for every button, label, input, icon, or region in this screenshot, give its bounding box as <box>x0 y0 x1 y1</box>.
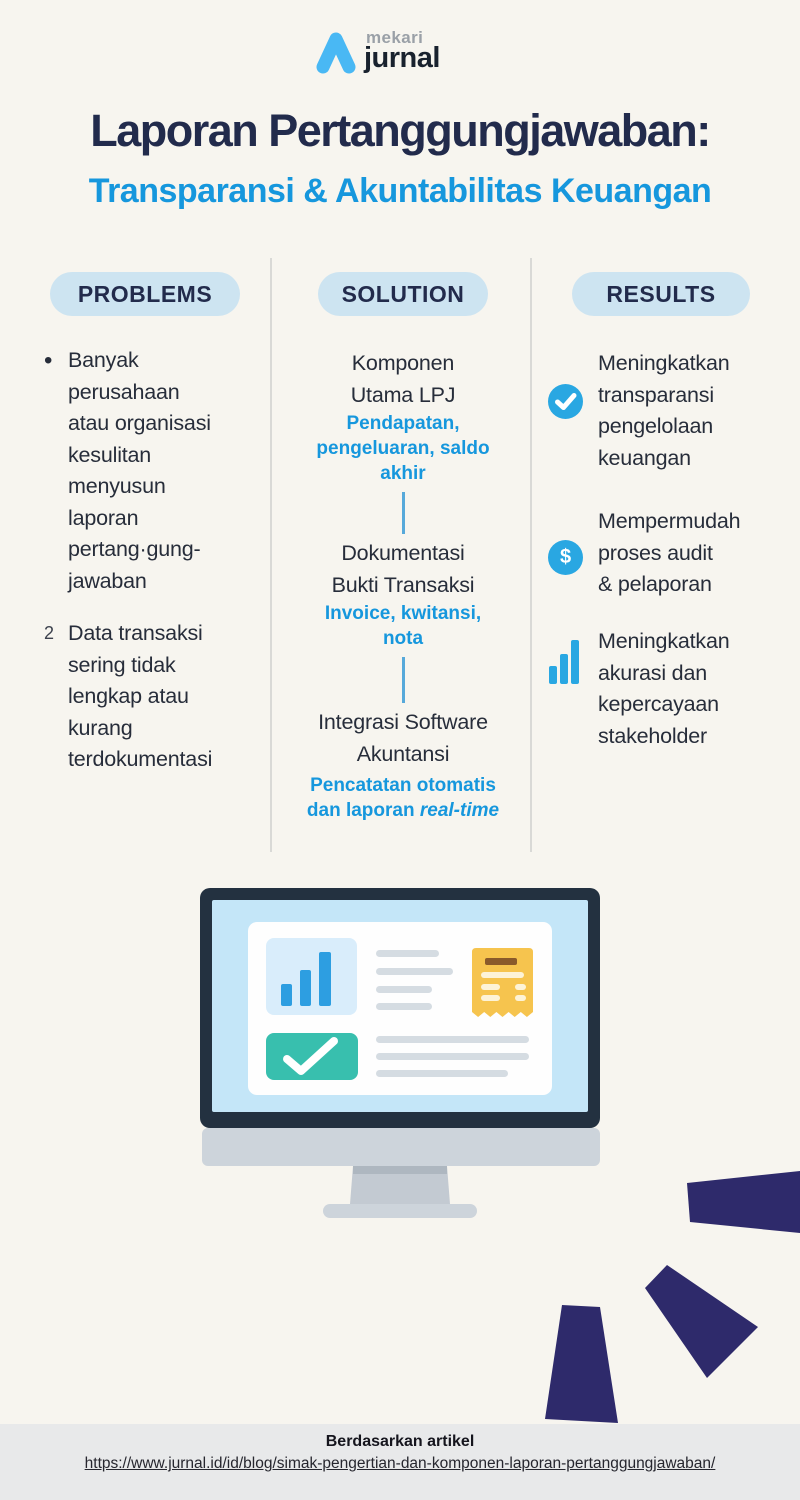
result-item: Meningkatkan transparansi pengelolaan ke… <box>548 348 770 474</box>
burst-rays-decoration <box>545 1171 800 1423</box>
solution-pill: SOLUTION <box>318 272 488 316</box>
check-circle-icon <box>548 384 583 474</box>
solution-step-title: Integrasi Software Akuntansi <box>318 710 488 766</box>
mekari-chevron-icon <box>316 32 356 74</box>
solution-step-subtitle: Pendapatan, pengeluaran, saldo akhir <box>316 413 490 484</box>
problem-item: • Banyak perusahaan atau organisasi kesu… <box>40 345 250 597</box>
subtitle-prefix: Pencatatan otomatis dan laporan <box>306 775 496 821</box>
result-text: Mempermudah proses audit & pelaporan <box>598 509 741 596</box>
flow-connector-line <box>402 492 405 534</box>
footer-label: Berdasarkan artikel <box>325 1433 475 1450</box>
logo-mekari-text: mekari <box>366 28 424 47</box>
result-item: Meningkatkan akurasi dan kepercayaan sta… <box>548 626 770 752</box>
solution-step-subtitle: Invoice, kwitansi, nota <box>324 603 482 649</box>
page-title: Laporan Pertanggungjawaban: <box>90 105 711 156</box>
problem-text: Banyak perusahaan atau organisasi kesuli… <box>68 348 211 593</box>
column-divider <box>270 258 272 852</box>
bullet-marker: • <box>44 347 53 374</box>
results-pill: RESULTS <box>572 272 750 316</box>
result-item: $ Mempermudah proses audit & pelaporan <box>548 506 770 601</box>
logo-jurnal-text: jurnal <box>364 42 440 74</box>
solution-column: Komponen Utama LPJ Pendapatan, pengeluar… <box>280 0 526 860</box>
problem-item: 2 Data transaksi sering tidak lengkap at… <box>40 618 250 776</box>
footer: Berdasarkan artikel https://www.jurnal.i… <box>0 1424 800 1500</box>
column-divider <box>530 258 532 852</box>
bar-chart-icon <box>548 638 583 752</box>
dollar-circle-icon: $ <box>548 540 583 601</box>
result-text: Meningkatkan akurasi dan kepercayaan sta… <box>598 629 730 748</box>
problem-text: Data transaksi sering tidak lengkap atau… <box>68 621 213 771</box>
subtitle-italic: real-time <box>419 800 500 821</box>
result-text: Meningkatkan transparansi pengelolaan ke… <box>598 351 730 470</box>
page-subtitle: Transparansi & Akuntabilitas Keuangan <box>88 172 712 210</box>
solution-step-title: Dokumentasi Bukti Transaksi <box>331 541 475 597</box>
flow-connector-line <box>402 657 405 703</box>
solution-step-subtitle: Pencatatan otomatis dan laporan real-tim… <box>280 773 526 823</box>
number-marker: 2 <box>44 623 55 643</box>
problems-pill: PROBLEMS <box>50 272 240 316</box>
monitor-dashboard-illustration <box>200 888 600 1218</box>
source-article-link[interactable]: https://www.jurnal.id/id/blog/simak-peng… <box>84 1455 716 1472</box>
solution-step-title: Komponen Utama LPJ <box>350 351 456 407</box>
